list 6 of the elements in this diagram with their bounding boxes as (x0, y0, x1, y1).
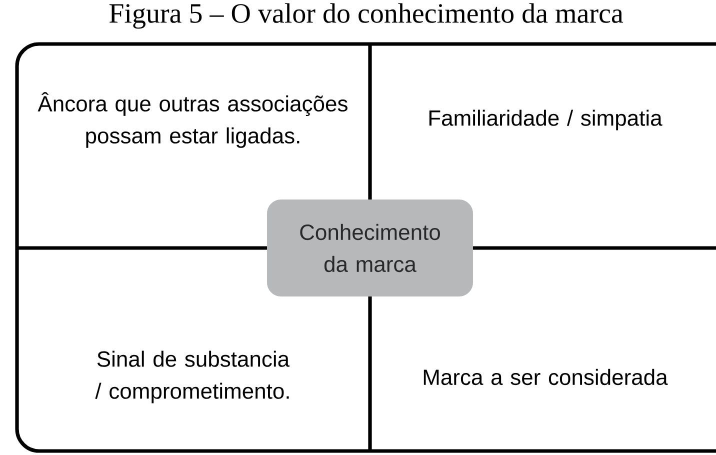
quadrant-text: Âncora que outras associações possam estar ligadas. (38, 92, 348, 148)
quadrant-text: Marca a ser considerada (424, 368, 668, 386)
figure-title: Figura 5 – O valor do conhecimento da marca (109, 3, 624, 29)
quadrant-text: Familiaridade / simpatia (429, 110, 662, 130)
center-box: Conhecimento da marca (267, 200, 473, 296)
quadrant-text: Sinal de substancia / comprometimento. (95, 350, 290, 404)
